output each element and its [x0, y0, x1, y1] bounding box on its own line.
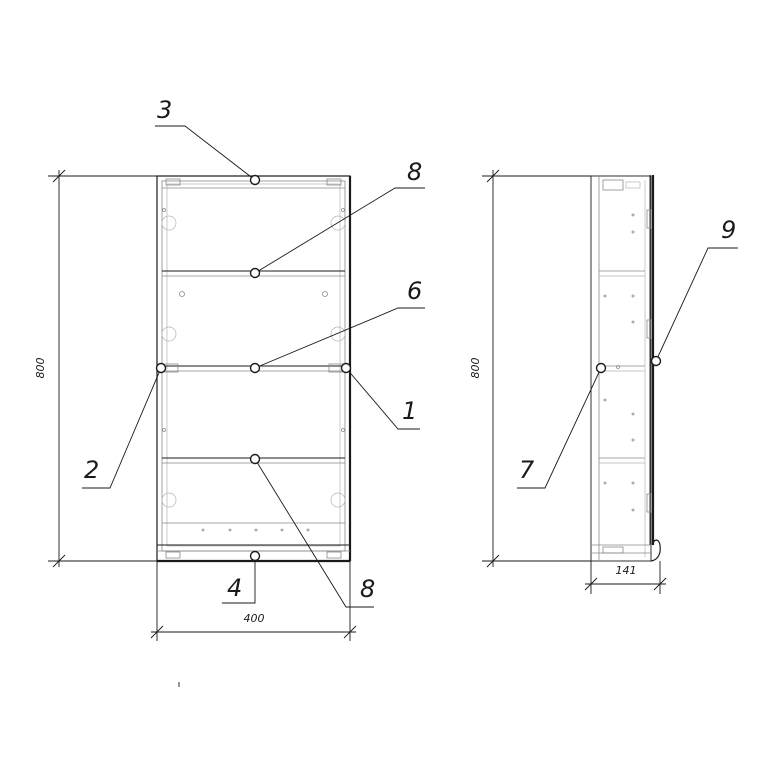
- svg-text:9: 9: [721, 216, 736, 244]
- svg-text:8: 8: [360, 575, 375, 603]
- front-width-dimension: 400: [150, 561, 357, 641]
- callout-4: 4: [222, 550, 261, 604]
- side-height-dimension: 800: [469, 169, 591, 568]
- svg-text:2: 2: [84, 456, 99, 484]
- side-depth-dimension: 141: [584, 561, 667, 594]
- side-hinge-1: [646, 209, 652, 229]
- callout-2: 2: [82, 362, 167, 489]
- side-depth-label: 141: [616, 564, 637, 577]
- svg-text:7: 7: [519, 456, 535, 484]
- callout-1: 1: [340, 362, 420, 430]
- callout-6: 6: [249, 277, 425, 374]
- callout-8-top: 8: [249, 158, 425, 279]
- svg-text:3: 3: [157, 96, 172, 124]
- side-base-bracket: [602, 546, 624, 554]
- side-door-curl: [650, 539, 661, 562]
- callout-3: 3: [155, 96, 261, 186]
- front-top-clip-left: [165, 178, 181, 186]
- front-bottom-clip-left: [165, 551, 181, 559]
- svg-text:4: 4: [227, 574, 242, 602]
- front-width-label: 400: [244, 612, 265, 625]
- front-bottom-clip-right: [326, 551, 342, 559]
- side-hinge-3: [646, 493, 652, 513]
- front-top-clip-right: [326, 178, 342, 186]
- side-height-label: 800: [469, 358, 482, 379]
- side-body-outline: [590, 175, 652, 562]
- callout-8-bottom: 8: [249, 453, 375, 608]
- side-top-bracket: [602, 179, 624, 191]
- side-hinge-2: [646, 319, 652, 339]
- callout-9: 9: [650, 216, 738, 367]
- front-view: 800 400 3 8 6 1: [34, 96, 425, 641]
- side-view: 800 141 9 7: [469, 169, 738, 594]
- svg-text:8: 8: [407, 158, 422, 186]
- front-height-label: 800: [34, 358, 47, 379]
- callout-7: 7: [517, 362, 607, 489]
- svg-text:6: 6: [407, 277, 422, 305]
- front-mount-holes: [161, 215, 346, 508]
- front-height-dimension: 800: [34, 169, 157, 568]
- front-shelf-pins: [162, 208, 345, 532]
- side-fastener-dots: [603, 213, 635, 512]
- svg-text:1: 1: [402, 397, 417, 425]
